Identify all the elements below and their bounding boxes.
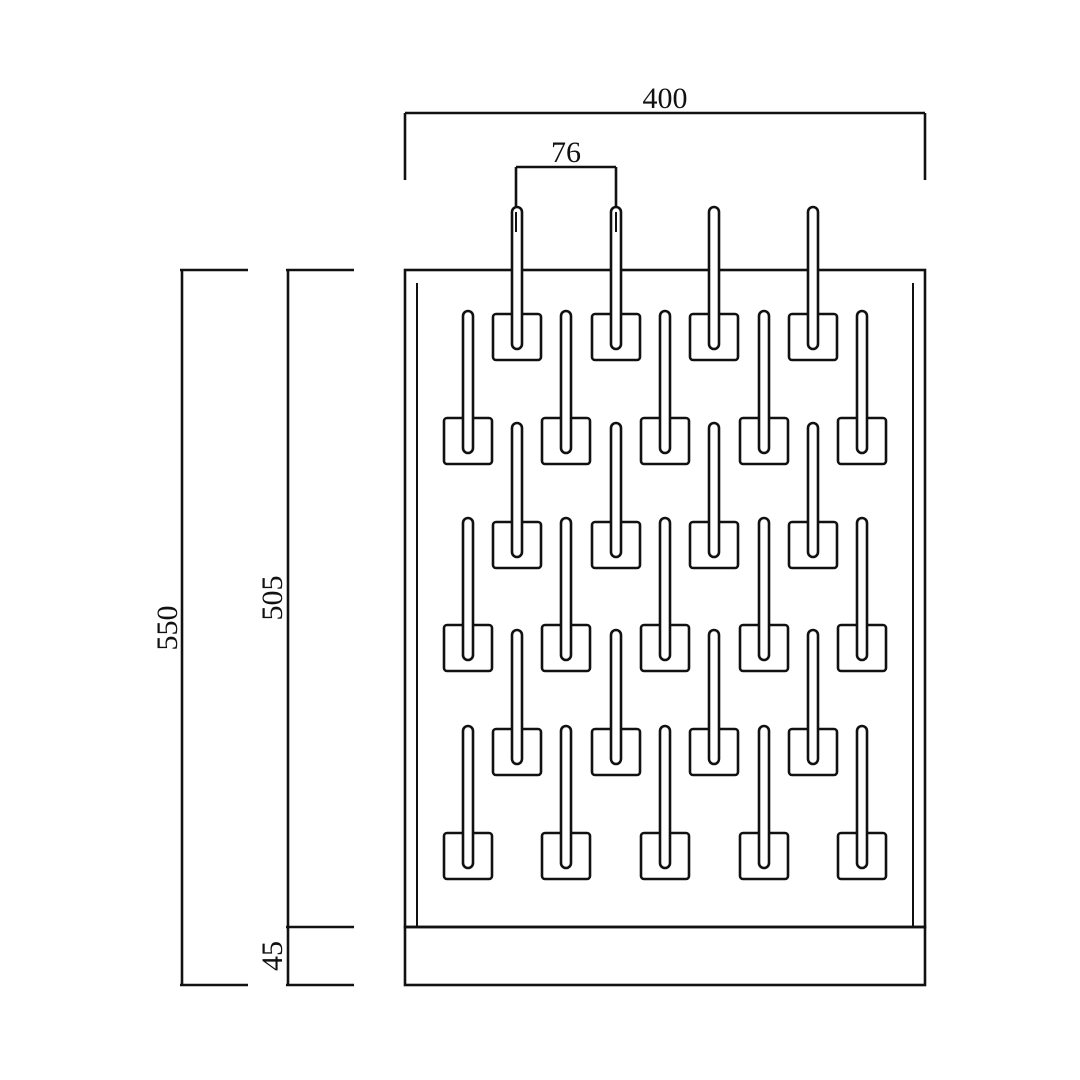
peg-rod [559, 724, 573, 870]
peg-row3-col3 [688, 421, 740, 570]
peg-row4-col1 [442, 516, 494, 673]
peg-rod [510, 628, 524, 766]
peg-rod [707, 205, 721, 351]
peg-row4-col3 [639, 516, 691, 673]
peg-rod [707, 628, 721, 766]
dimension-base-height-label: 45 [256, 941, 289, 971]
peg-rod [559, 309, 573, 455]
peg-rod [461, 309, 475, 455]
dimension-board-height: 505 [256, 268, 354, 929]
peg-rod [510, 421, 524, 559]
peg-rod [757, 309, 771, 455]
dimension-peg-spacing: 76 [514, 136, 618, 212]
peg-rod [461, 724, 475, 870]
peg-row3-col2 [590, 421, 642, 570]
peg-row6-col5 [836, 724, 888, 881]
peg-row2-col1 [442, 309, 494, 466]
peg-rod [658, 516, 672, 662]
peg-rod [855, 309, 869, 455]
peg-row2-col3 [639, 309, 691, 466]
peg-row6-col2 [540, 724, 592, 881]
dimension-overall-height: 550 [151, 268, 248, 987]
peg-row5-col4 [787, 628, 839, 777]
dimension-board-height-label: 505 [256, 576, 289, 621]
peg-row5-col2 [590, 628, 642, 777]
dimension-peg-spacing-label: 76 [551, 136, 581, 169]
peg-row2-col4 [738, 309, 790, 466]
peg-rod [658, 309, 672, 455]
peg-row4-col5 [836, 516, 888, 673]
peg-rod [461, 516, 475, 662]
dimension-base-height: 45 [256, 927, 354, 987]
peg-rod [658, 724, 672, 870]
peg-row2-col5 [836, 309, 888, 466]
peg-row3-col1 [491, 421, 543, 570]
peg-rod [855, 724, 869, 870]
peg-rod [609, 421, 623, 559]
peg-rod [806, 205, 820, 351]
peg-row3-col4 [787, 421, 839, 570]
dimension-overall-width-label: 400 [643, 82, 688, 115]
peg-grid [442, 205, 888, 881]
peg-rod [806, 628, 820, 766]
peg-row1-col2 [590, 205, 642, 362]
peg-rod [806, 421, 820, 559]
peg-rod [707, 421, 721, 559]
dimension-overall-height-label: 550 [151, 606, 184, 651]
peg-row1-col3 [688, 205, 740, 362]
peg-row1-col4 [787, 205, 839, 362]
peg-row4-col2 [540, 516, 592, 673]
peg-row1-col1 [491, 205, 543, 362]
peg-row5-col1 [491, 628, 543, 777]
peg-rod [757, 724, 771, 870]
peg-rod [609, 205, 623, 351]
peg-row6-col1 [442, 724, 494, 881]
rack-body [403, 268, 927, 987]
peg-rod [510, 205, 524, 351]
peg-row4-col4 [738, 516, 790, 673]
peg-row6-col4 [738, 724, 790, 881]
rack-base [403, 925, 927, 987]
peg-rod [559, 516, 573, 662]
peg-row6-col3 [639, 724, 691, 881]
peg-row5-col3 [688, 628, 740, 777]
peg-rod [855, 516, 869, 662]
peg-row2-col2 [540, 309, 592, 466]
dimension-overall-width: 400 [403, 82, 927, 180]
peg-rod [757, 516, 771, 662]
peg-rod [609, 628, 623, 766]
